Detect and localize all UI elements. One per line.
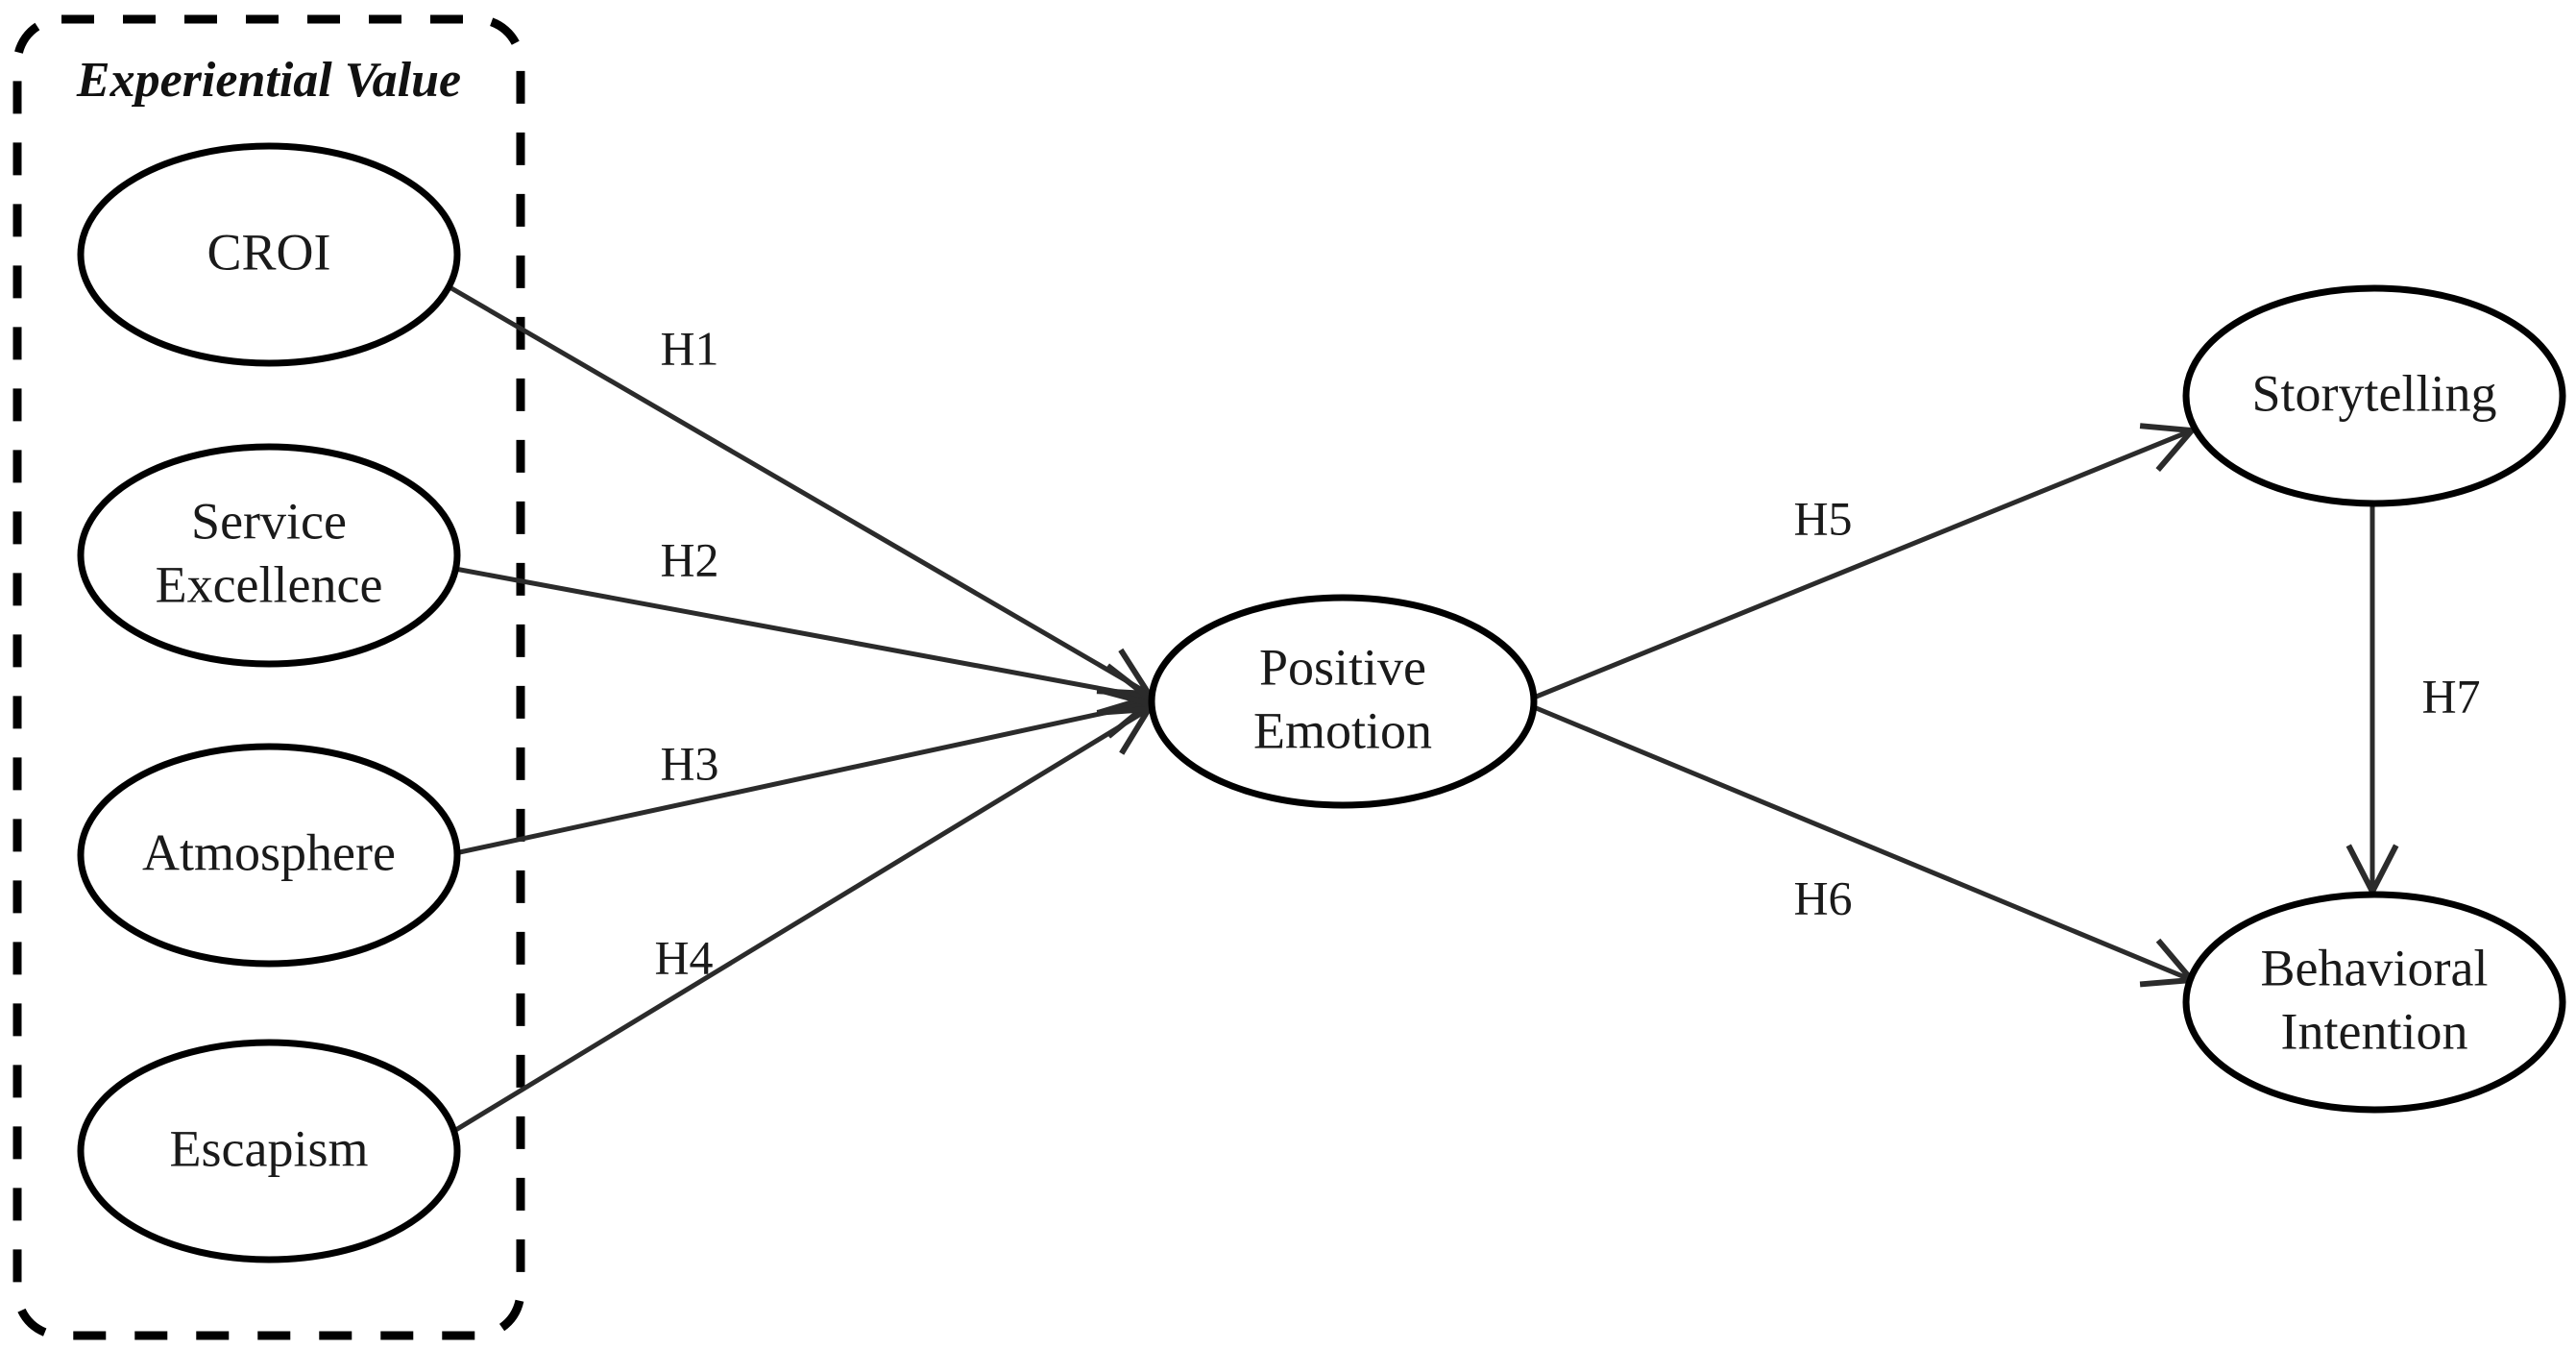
node-label-positive-emotion-line2: Emotion xyxy=(1253,701,1432,759)
node-service-excellence[interactable]: Service Excellence xyxy=(77,443,461,668)
node-label-service-excellence-line2: Excellence xyxy=(156,555,383,613)
hypothesis-label-h2: H2 xyxy=(660,532,718,586)
hypothesis-label-h6: H6 xyxy=(1793,871,1852,924)
node-label-behavioral-intention-line2: Intention xyxy=(2281,1002,2468,1060)
node-ellipse-escapism xyxy=(77,1039,461,1263)
hypothesis-label-h1: H1 xyxy=(660,321,718,375)
hypothesis-label-h7: H7 xyxy=(2421,669,2480,723)
node-ellipse-positive-emotion xyxy=(1148,594,1538,809)
hypothesis-labels: H1 H2 H3 H4 H5 H6 H7 xyxy=(654,321,2480,984)
node-croi[interactable]: CROI xyxy=(77,142,461,367)
hypothesis-label-h3: H3 xyxy=(660,736,718,790)
node-label-atmosphere: Atmosphere xyxy=(142,823,396,881)
node-atmosphere[interactable]: Atmosphere xyxy=(77,743,461,968)
path-h1 xyxy=(450,285,1149,694)
node-label-behavioral-intention-line1: Behavioral xyxy=(2261,939,2489,996)
node-ellipse-atmosphere xyxy=(77,743,461,968)
path-h6 xyxy=(1533,704,2192,980)
path-h5 xyxy=(1533,430,2192,700)
node-ellipse-croi xyxy=(77,142,461,367)
path-lines xyxy=(448,285,2372,1137)
experiential-value-dashed-box xyxy=(12,14,525,1340)
hypothesis-label-h5: H5 xyxy=(1793,491,1852,545)
node-ellipse-service-excellence xyxy=(77,443,461,668)
experiential-value-title: Experiential Value xyxy=(76,53,461,108)
node-escapism[interactable]: Escapism xyxy=(77,1039,461,1263)
node-behavioral-intention[interactable]: Behavioral Intention xyxy=(2182,891,2566,1114)
node-ellipse-storytelling xyxy=(2182,284,2566,507)
node-label-storytelling: Storytelling xyxy=(2252,364,2497,422)
experiential-value-group: Experiential Value xyxy=(12,14,525,1340)
node-positive-emotion[interactable]: Positive Emotion xyxy=(1148,594,1538,809)
path-h4 xyxy=(448,709,1149,1137)
node-label-escapism: Escapism xyxy=(170,1119,369,1177)
node-storytelling[interactable]: Storytelling xyxy=(2182,284,2566,507)
node-ellipse-behavioral-intention xyxy=(2182,891,2566,1114)
path-h2 xyxy=(454,566,1149,698)
node-label-positive-emotion-line1: Positive xyxy=(1259,638,1426,696)
hypothesis-label-h4: H4 xyxy=(654,930,713,984)
path-h3 xyxy=(454,703,1149,856)
node-label-service-excellence-line1: Service xyxy=(191,492,347,550)
node-label-croi: CROI xyxy=(207,223,330,281)
